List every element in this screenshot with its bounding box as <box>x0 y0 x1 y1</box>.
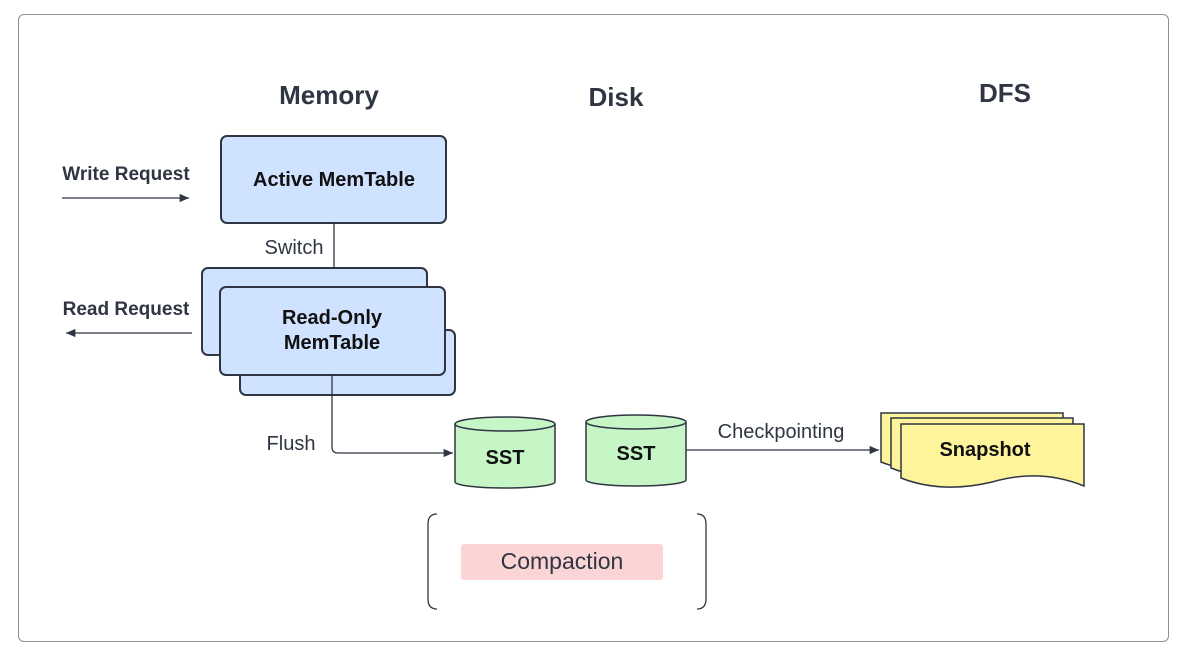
flush-arrow <box>331 375 453 458</box>
compaction-left-bracket <box>427 513 438 610</box>
readonly-memtable-stack: Read-Only MemTable <box>201 267 456 396</box>
switch-label: Switch <box>265 237 324 259</box>
compaction-right-bracket <box>696 513 707 610</box>
write-request-label: Write Request <box>62 164 190 185</box>
readonly-memtable-label-line2: MemTable <box>284 332 380 354</box>
readonly-memtable-label-line1: Read-Only <box>282 307 383 329</box>
snapshot-doc-front <box>900 423 1085 488</box>
compaction-box: Compaction <box>461 544 663 580</box>
dfs-header: DFS <box>979 78 1031 108</box>
snapshot-label: Snapshot <box>939 439 1030 461</box>
disk-header: Disk <box>589 82 644 112</box>
sst-cylinder-2: SST <box>585 414 687 487</box>
read-request-label: Read Request <box>63 299 190 320</box>
active-memtable-label: Active MemTable <box>253 169 415 191</box>
snapshot-stack: Snapshot <box>880 412 1085 488</box>
flush-label: Flush <box>267 433 316 455</box>
sst-cylinder-1: SST <box>454 416 556 489</box>
compaction-label: Compaction <box>501 548 624 574</box>
readonly-memtable-front <box>219 286 446 376</box>
active-memtable-box: Active MemTable <box>220 135 447 224</box>
memory-header: Memory <box>279 80 379 110</box>
sst-2-label: SST <box>617 443 656 465</box>
sst-1-label: SST <box>486 447 525 469</box>
checkpointing-label: Checkpointing <box>718 421 845 443</box>
